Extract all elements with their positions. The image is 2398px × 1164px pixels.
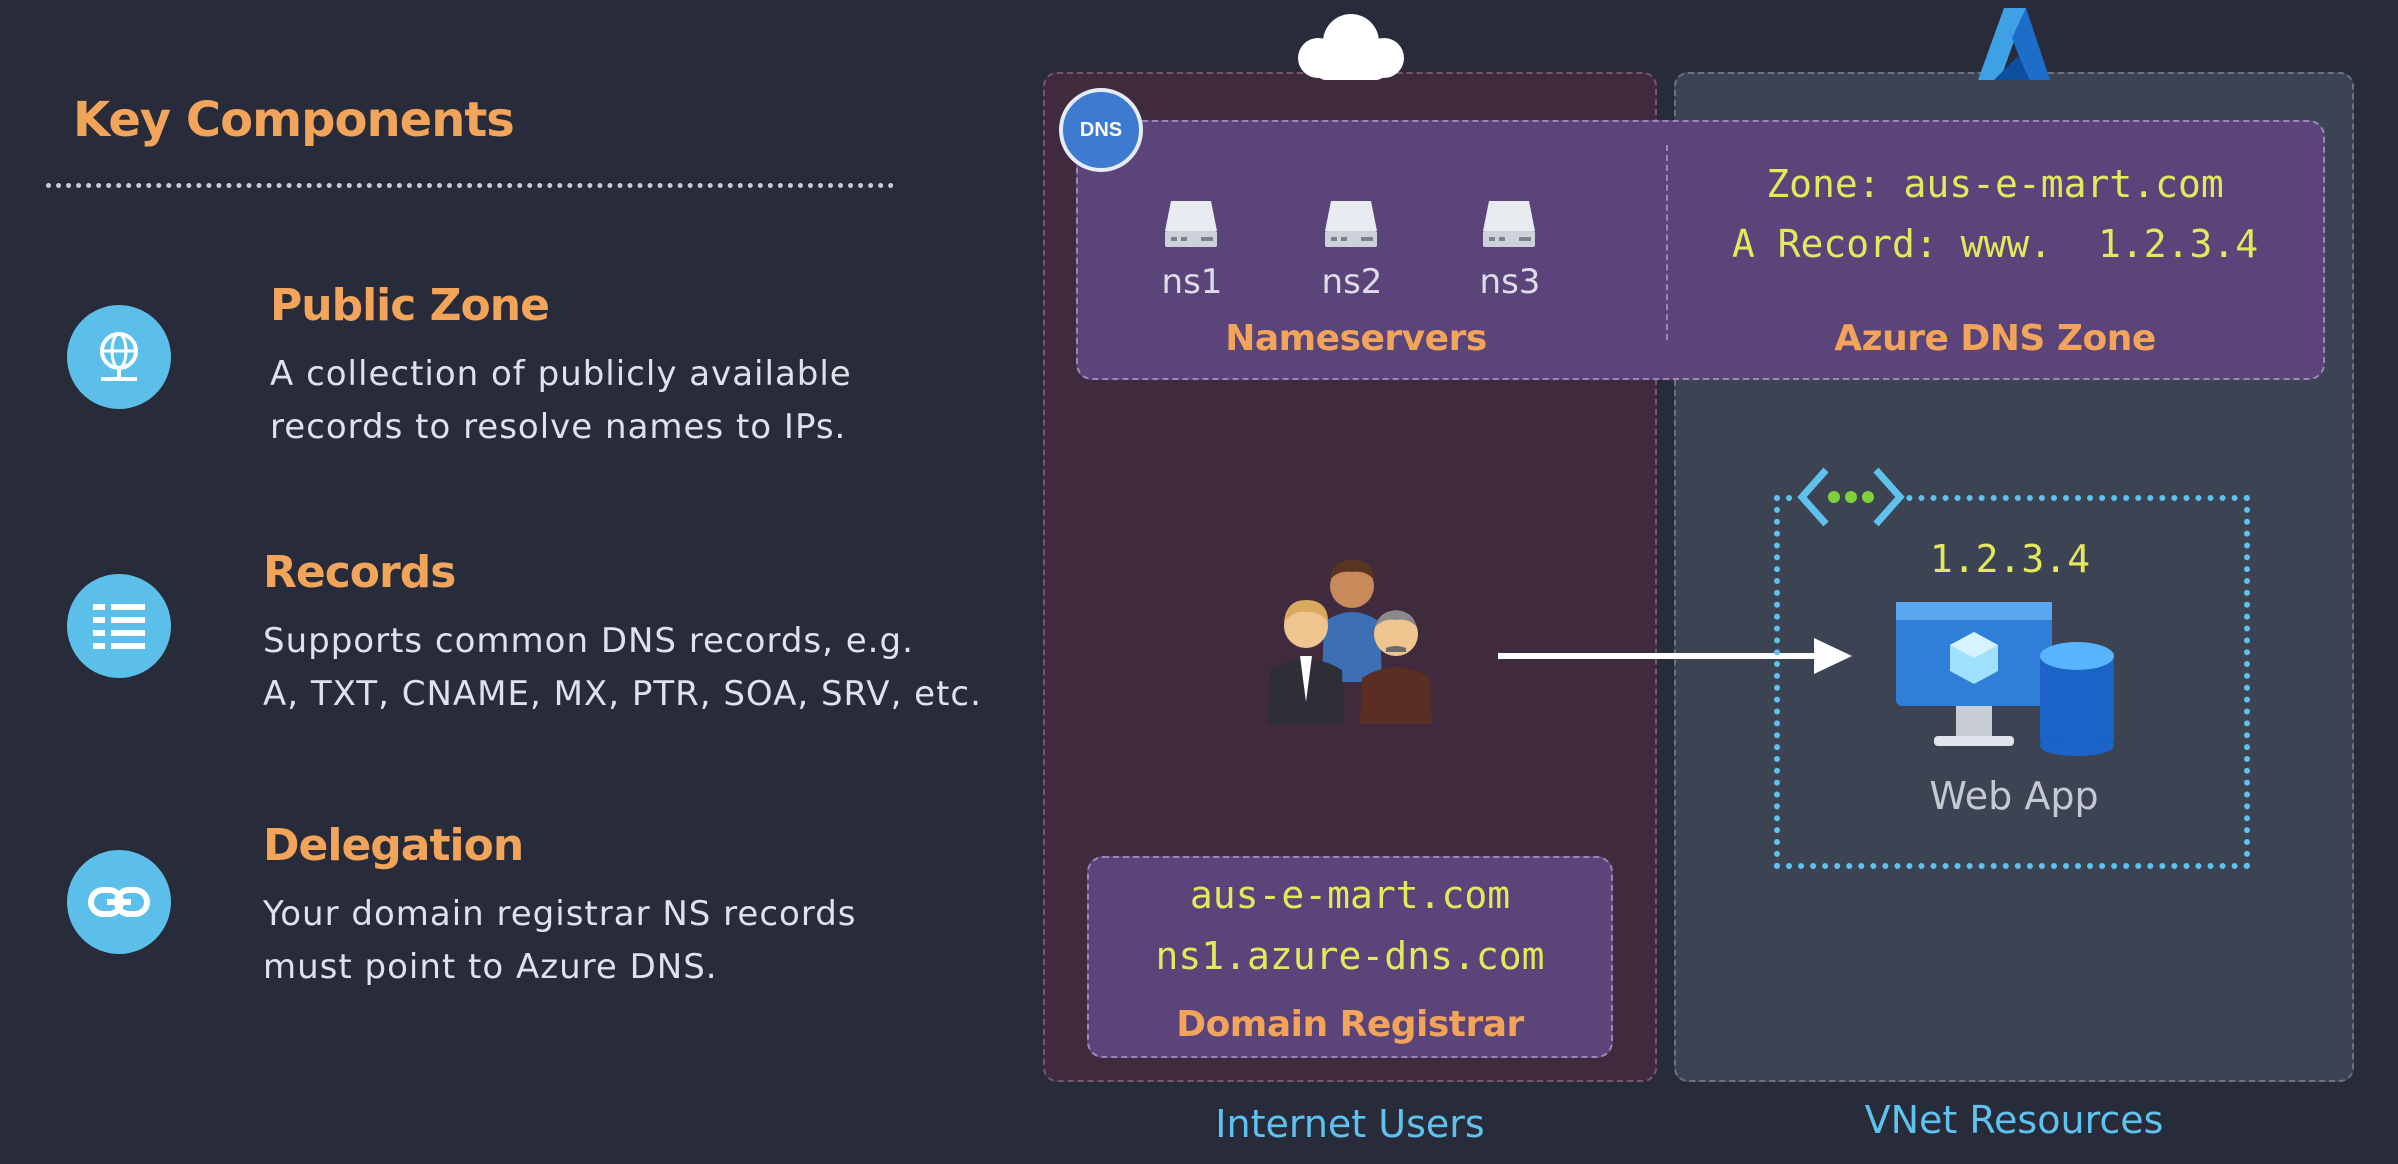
vnet-icon <box>1796 464 1906 534</box>
dns-box-divider <box>1666 145 1668 340</box>
domain-registrar-label: Domain Registrar <box>1176 1004 1524 1045</box>
webapp-ip: 1.2.3.4 <box>1929 537 2091 581</box>
registrar-domain: aus-e-mart.com <box>1189 873 1511 917</box>
records-list-icon <box>67 574 171 678</box>
vnet-box <box>1774 495 2250 869</box>
zone-line: Zone: aus-e-mart.com <box>1766 162 2224 206</box>
azure-dns-zone-label: Azure DNS Zone <box>1834 318 2156 359</box>
arrow-icon <box>1498 634 1854 682</box>
delegation-title: Delegation <box>263 820 524 871</box>
registrar-ns: ns1.azure-dns.com <box>1155 934 1545 978</box>
internet-users-label: Internet Users <box>1215 1102 1485 1146</box>
nameservers-label: Nameservers <box>1225 318 1487 359</box>
vnet-resources-label: VNet Resources <box>1864 1098 2164 1142</box>
domain-registrar-box <box>1087 856 1613 1058</box>
title-divider <box>46 183 894 188</box>
link-icon <box>67 850 171 954</box>
slide-title: Key Components <box>73 92 515 148</box>
nameserver-label: ns2 <box>1321 262 1383 302</box>
public-zone-title: Public Zone <box>270 280 550 331</box>
cloud-icon <box>1288 8 1414 88</box>
web-app-icon <box>1894 600 2118 760</box>
globe-network-icon <box>67 305 171 409</box>
public-zone-description: A collection of publicly available recor… <box>270 354 852 447</box>
people-group-icon <box>1262 552 1442 732</box>
nameserver-label: ns1 <box>1161 262 1223 302</box>
records-description: Supports common DNS records, e.g. A, TXT… <box>263 621 982 714</box>
delegation-description: Your domain registrar NS records must po… <box>263 894 857 987</box>
record-line: A Record: www. 1.2.3.4 <box>1731 222 2259 266</box>
dns-badge-text: DNS <box>1079 118 1123 141</box>
server-icon <box>1481 197 1537 255</box>
server-icon <box>1163 197 1219 255</box>
azure-logo-icon <box>1974 6 2054 86</box>
server-icon <box>1323 197 1379 255</box>
web-app-label: Web App <box>1929 774 2099 818</box>
nameserver-label: ns3 <box>1479 262 1541 302</box>
dns-zone-box <box>1076 120 2325 380</box>
dns-badge-icon: DNS <box>1059 88 1143 172</box>
records-title: Records <box>263 547 456 598</box>
